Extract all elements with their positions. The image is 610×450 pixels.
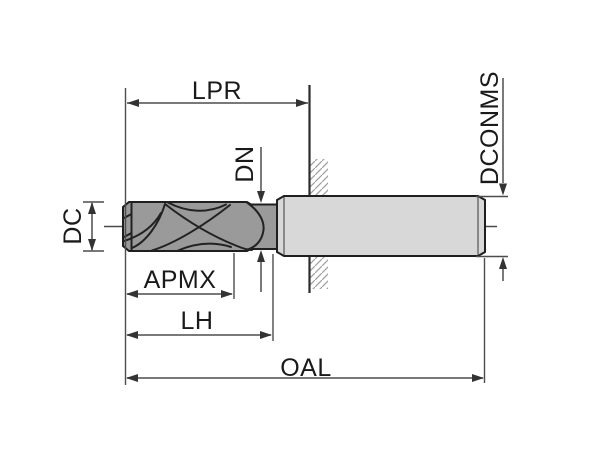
- flute-edge-4: [167, 201, 227, 212]
- workpiece-hatch-bottom: [310, 256, 328, 289]
- lpr-arrow-right: [296, 99, 308, 107]
- dn-arrow-bottom: [257, 250, 265, 262]
- lh-arrow-left: [126, 331, 138, 339]
- cutter: [122, 201, 278, 252]
- dc-label: DC: [59, 207, 87, 244]
- flute-edge-2: [123, 212, 162, 242]
- lh-dimension: LH: [126, 254, 274, 341]
- apmx-dimension: APMX: [126, 253, 235, 299]
- oal-arrow-left: [126, 374, 138, 382]
- dc-arrow-top: [88, 202, 96, 214]
- shank: [276, 195, 486, 257]
- flute-edge-5: [151, 204, 231, 252]
- lh-arrow-right: [260, 331, 272, 339]
- apmx-arrow-right: [221, 290, 233, 298]
- flute-edge-6: [177, 242, 232, 252]
- oal-arrow-right: [472, 374, 484, 382]
- dn-label: DN: [231, 145, 259, 182]
- dconms-label: DCONMS: [476, 71, 504, 185]
- lpr-dimension: LPR: [127, 77, 308, 107]
- oal-label: OAL: [280, 354, 332, 382]
- dc-arrow-bottom: [88, 239, 96, 251]
- dc-dimension: DC: [59, 201, 104, 252]
- oal-dimension: OAL: [126, 258, 486, 383]
- lpr-label: LPR: [192, 77, 242, 105]
- dn-arrow-top: [257, 191, 265, 203]
- workpiece-hatch-top: [310, 159, 328, 196]
- dconms-arrow-bottom: [499, 257, 507, 269]
- dconms-dimension: DCONMS: [476, 71, 508, 281]
- flute-runout-curve: [245, 201, 265, 251]
- flute-curves: [123, 201, 265, 252]
- apmx-label: APMX: [144, 266, 217, 294]
- dn-dimension: DN: [231, 145, 265, 292]
- workpiece-section: [308, 85, 328, 293]
- lh-label: LH: [181, 307, 214, 335]
- flute-edge-1: [131, 203, 166, 249]
- dconms-arrow-top: [499, 183, 507, 196]
- apmx-arrow-left: [126, 290, 138, 298]
- shank-body: [276, 195, 486, 257]
- lpr-arrow-left: [127, 99, 139, 107]
